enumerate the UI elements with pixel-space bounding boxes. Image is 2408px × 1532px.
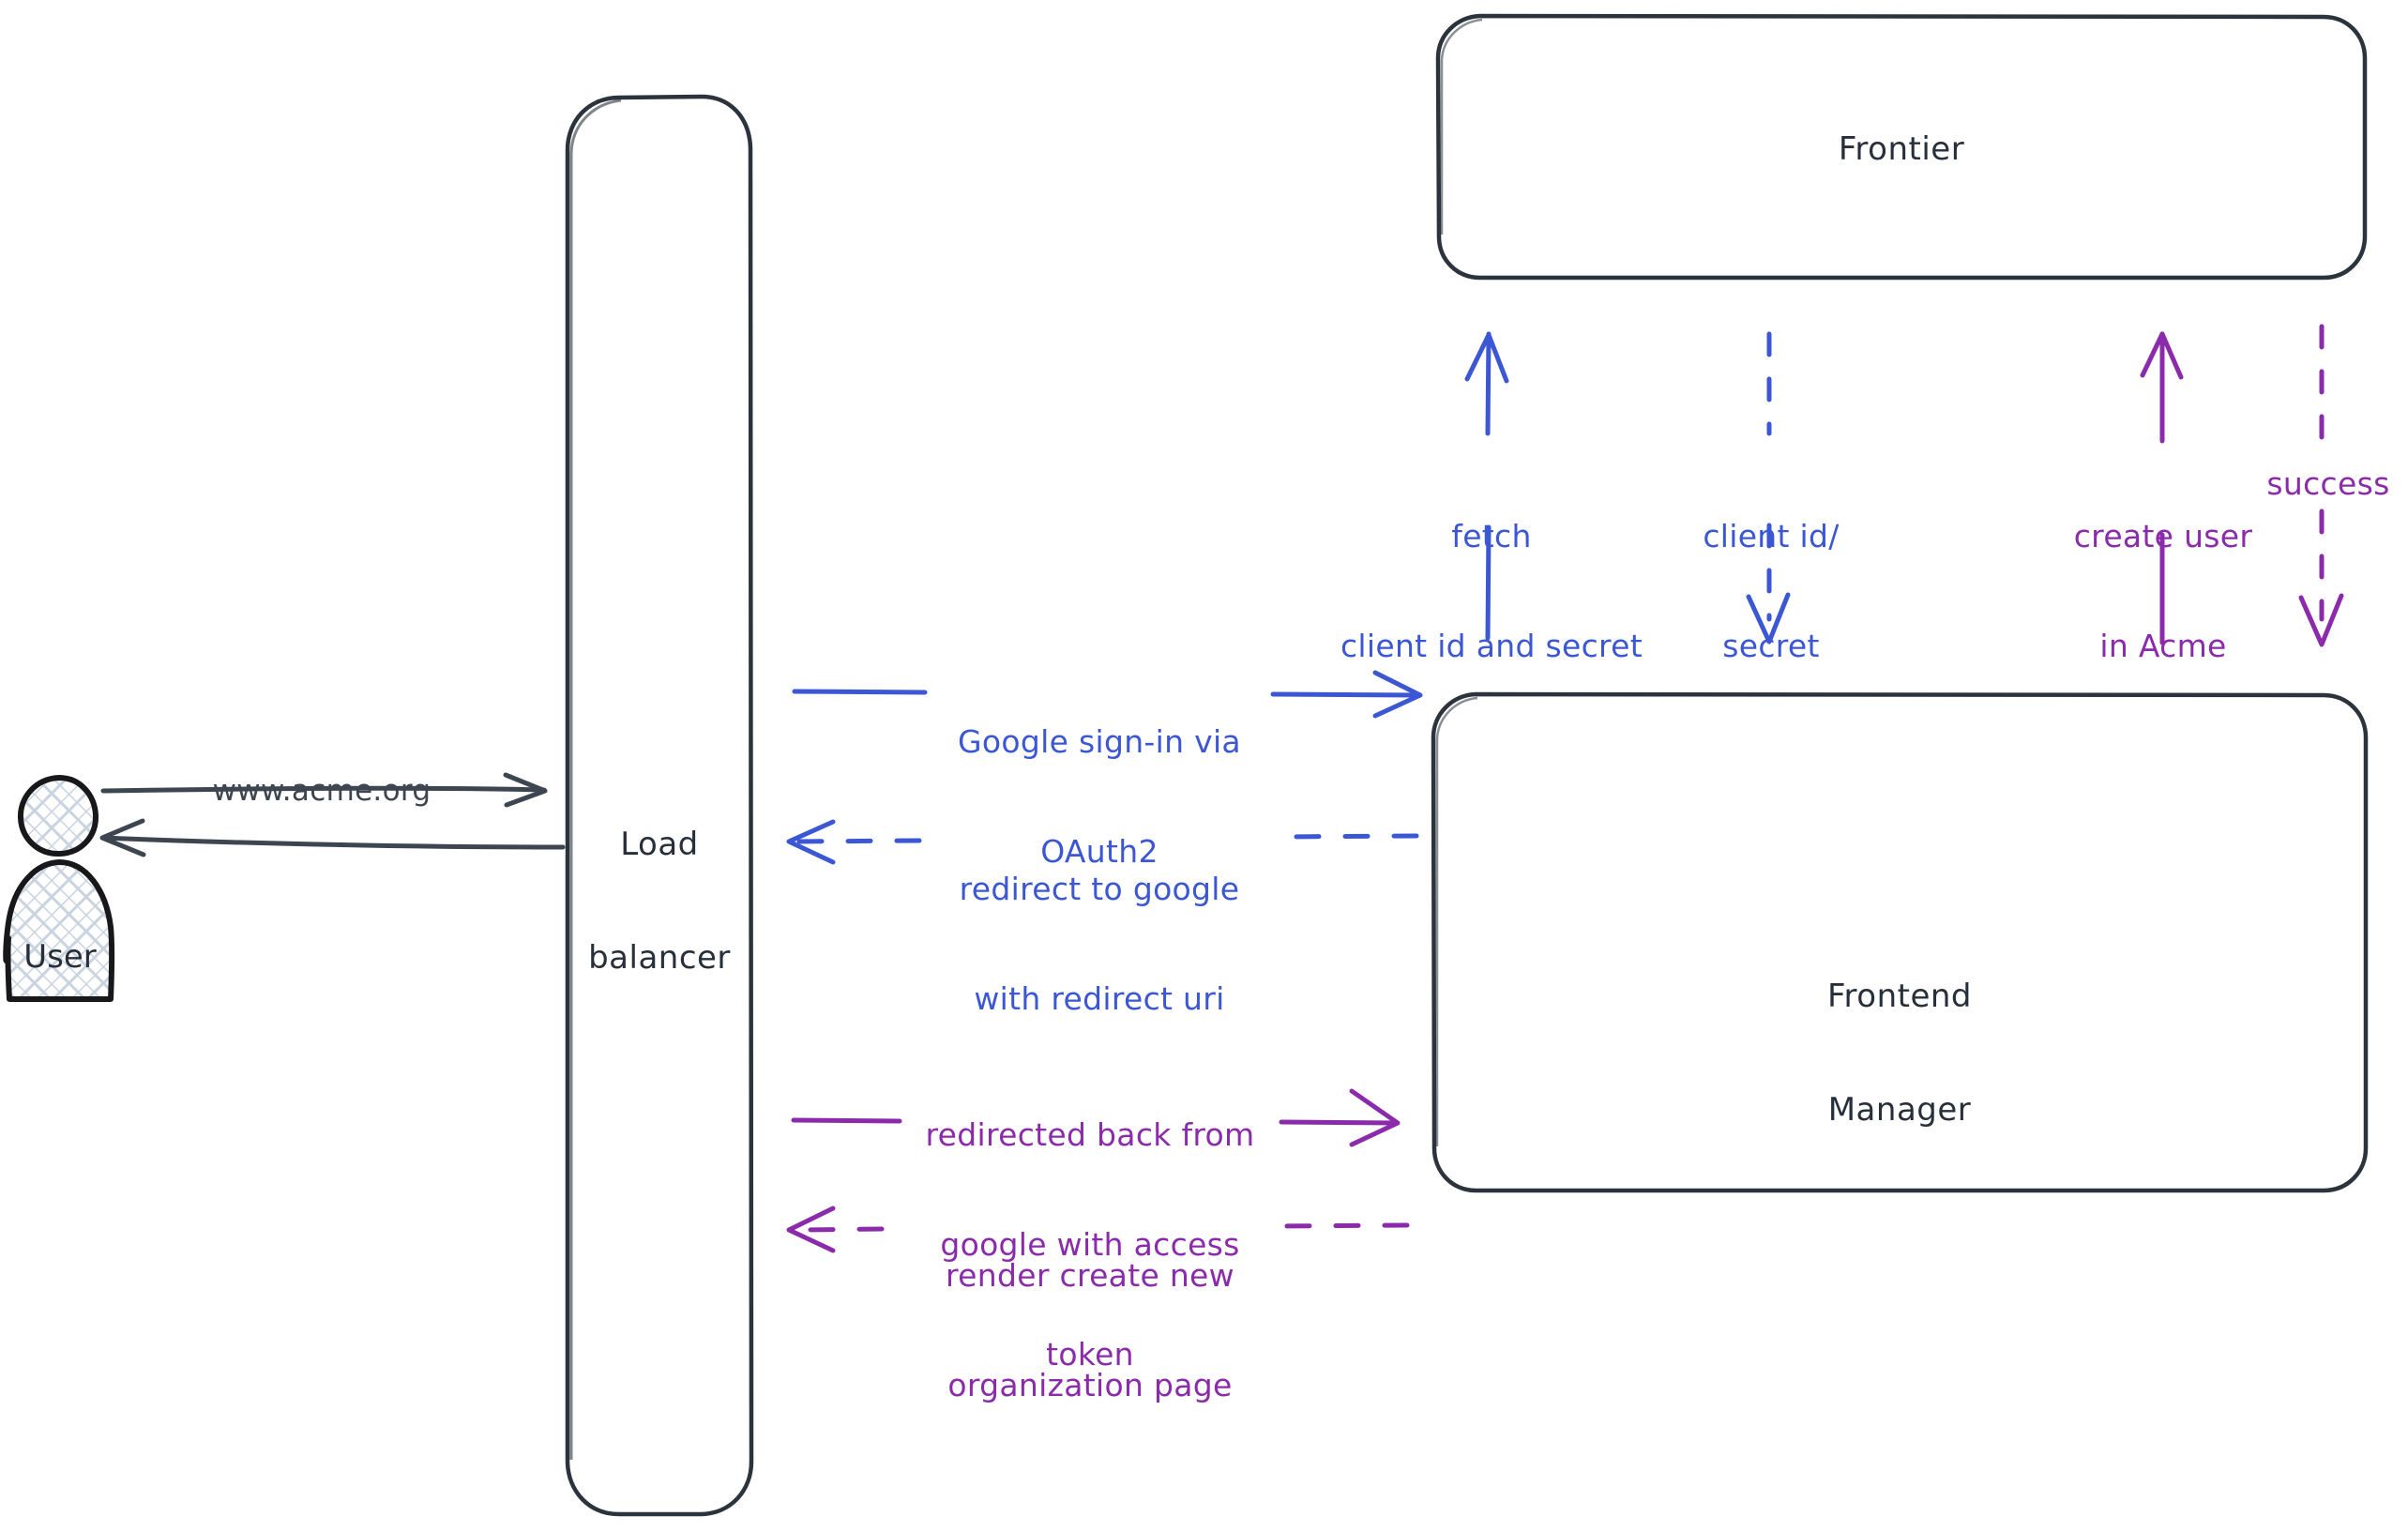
edge-render-create-org [786, 1206, 1410, 1253]
edge-success [2298, 324, 2344, 647]
person-icon-head [18, 774, 99, 857]
node-frontend-manager[interactable] [1431, 691, 2369, 1193]
actor-user [3, 774, 115, 1002]
person-icon-body [3, 859, 115, 1002]
edge-redirected-back [791, 1088, 1401, 1147]
edge-redirect-to-google [786, 819, 1419, 865]
edge-user-to-lb [100, 772, 548, 808]
edge-lb-to-user [99, 818, 566, 857]
edge-client-id-secret-response [1746, 331, 1791, 645]
edge-google-signin [792, 670, 1423, 719]
edge-fetch-client-id-secret [1464, 331, 1509, 641]
node-frontier[interactable] [1435, 13, 2368, 281]
node-load-balancer[interactable] [565, 94, 754, 1517]
edge-create-user-in-acme [2140, 331, 2184, 645]
